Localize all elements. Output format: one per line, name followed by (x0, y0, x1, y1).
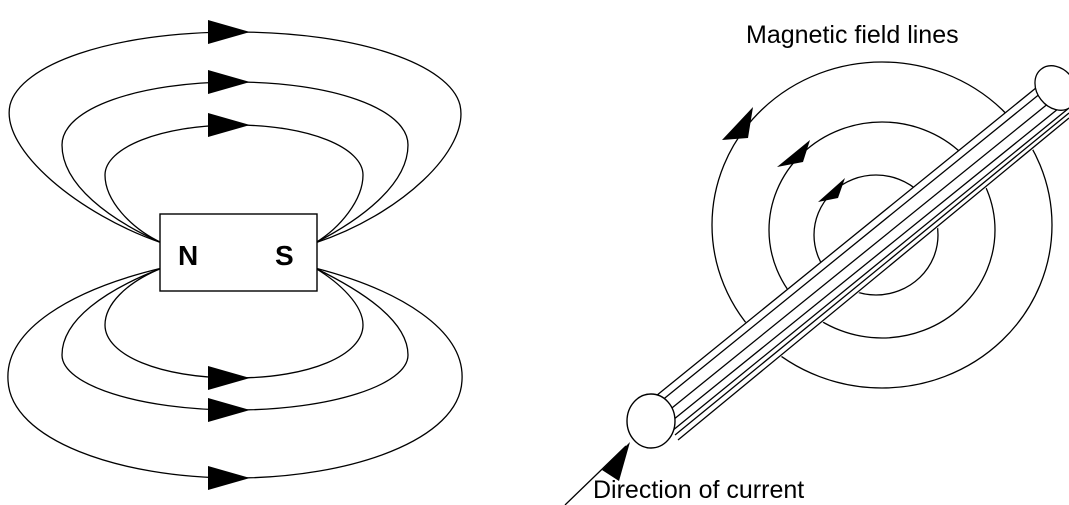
arrow-lower-inner (208, 366, 250, 390)
arrow-upper-outer (208, 20, 250, 44)
arrow-field-outer (722, 107, 753, 140)
magnetic-field-lines-label: Magnetic field lines (746, 21, 959, 49)
arrow-lower-middle (208, 398, 250, 422)
bar-magnet-diagram: N S (8, 20, 462, 490)
conductor-rod (627, 57, 1069, 448)
direction-of-current-label: Direction of current (593, 476, 804, 504)
arrow-field-inner (818, 178, 845, 202)
field-line-upper-outer (9, 32, 461, 243)
arrow-field-middle (777, 140, 810, 167)
arrow-lower-outer (208, 466, 250, 490)
arrow-upper-middle (208, 70, 250, 94)
wire-diagram: Magnetic field lines Direction of curren… (565, 21, 1069, 505)
north-pole-label: N (178, 240, 198, 271)
arrow-upper-inner (208, 113, 250, 137)
conductor-end-cap (627, 394, 675, 448)
field-line-lower-outer (8, 268, 462, 478)
south-pole-label: S (275, 240, 294, 271)
